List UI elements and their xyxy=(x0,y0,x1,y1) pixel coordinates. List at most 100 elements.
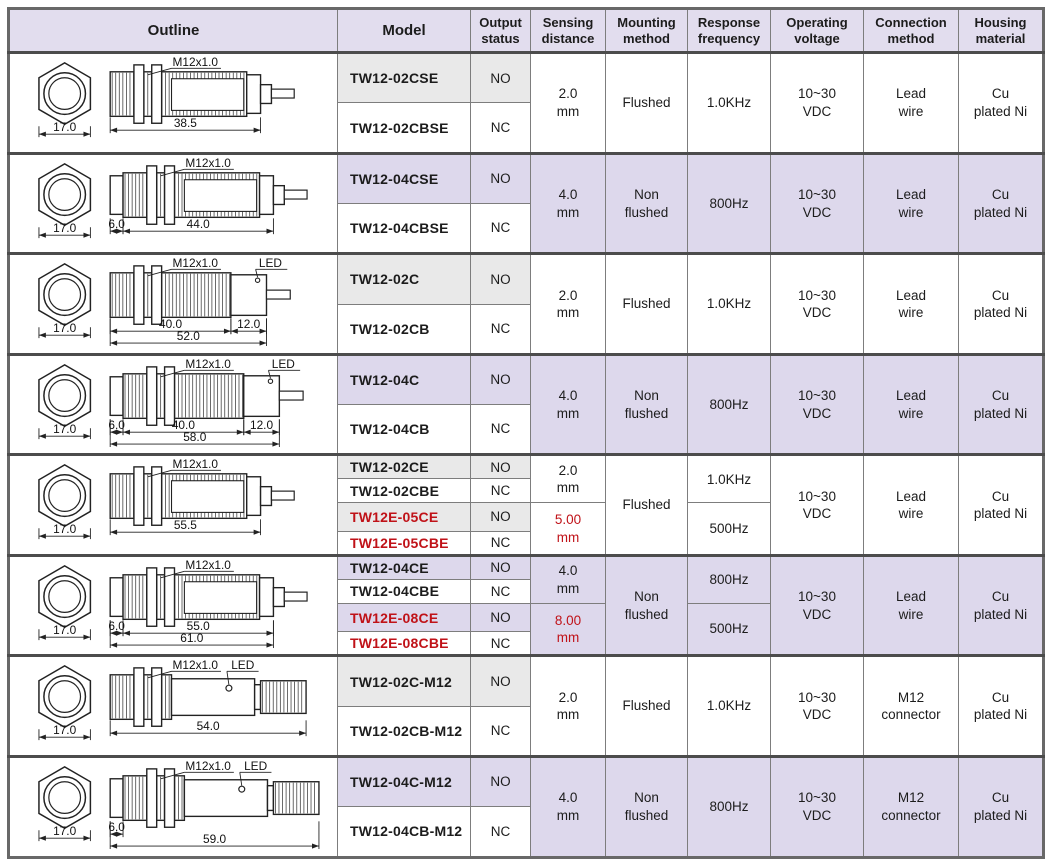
mounting-method-cell: Flushed xyxy=(605,252,688,355)
output-status-cell: NO xyxy=(470,502,531,532)
model-name-cell: TW12E-08CBE xyxy=(337,631,471,657)
mounting-method-cell: Flushed xyxy=(605,453,688,556)
cell-line: flushed xyxy=(624,807,669,823)
cell-line: wire xyxy=(898,305,924,321)
cell-line: plated Ni xyxy=(973,606,1028,622)
drawing-label: 6.0 xyxy=(108,820,125,834)
cell-line: VDC xyxy=(802,305,832,321)
cell-line: 5.00 xyxy=(554,512,582,528)
response-frequency-cell: 800Hz xyxy=(687,755,771,858)
col-header-model: Model xyxy=(337,7,471,55)
hex-nut-front-view xyxy=(38,766,92,830)
model-name-cell: TW12-02CBE xyxy=(337,478,471,504)
model-name-cell: TW12E-05CE xyxy=(337,502,471,532)
output-status-cell: NC xyxy=(470,303,531,355)
cell-line: wire xyxy=(898,103,924,119)
cell-line: 10~30 xyxy=(798,287,836,303)
hex-nut-front-view xyxy=(38,363,92,427)
output-status-cell: NO xyxy=(470,352,531,406)
cell-line: M12 xyxy=(897,689,925,705)
drawing-label: 59.0 xyxy=(203,832,226,846)
drawing-label: 17.0 xyxy=(53,120,76,134)
cell-line: 10~30 xyxy=(798,488,836,504)
response-frequency-cell: 500Hz xyxy=(687,502,771,556)
model-name-cell: TW12E-08CE xyxy=(337,602,471,633)
cell-line: Flushed xyxy=(622,296,671,312)
drawing-label: M12x1.0 xyxy=(173,457,219,471)
model-name-cell: TW12-04CSE xyxy=(337,151,471,205)
model-name-cell: TW12-04C xyxy=(337,352,471,406)
hex-nut-front-view xyxy=(38,464,92,528)
drawing-label: 55.5 xyxy=(174,519,197,533)
connection-method-cell: Lead wire xyxy=(863,453,959,556)
drawing-label: LED xyxy=(272,357,295,371)
cell-line: VDC xyxy=(802,103,832,119)
output-status-cell: NC xyxy=(470,631,531,657)
cell-line: Lead xyxy=(895,488,927,504)
cell-line: Non xyxy=(634,589,659,605)
output-status-cell: NO xyxy=(470,151,531,205)
drawing-label: 17.0 xyxy=(53,422,76,436)
drawing-label: 38.5 xyxy=(174,116,197,130)
hex-nut-front-view xyxy=(38,263,92,327)
hex-nut-front-view xyxy=(38,62,92,126)
cell-line: mm xyxy=(556,807,580,823)
output-status-cell: NO xyxy=(470,453,531,480)
cell-line: wire xyxy=(898,405,924,421)
cell-line: mm xyxy=(556,204,580,220)
cell-line: Cu xyxy=(991,186,1010,202)
model-name-cell: TW12E-05CBE xyxy=(337,530,471,556)
output-status-cell: NO xyxy=(470,602,531,633)
drawing-label: LED xyxy=(244,759,267,773)
drawing-label: M12x1.0 xyxy=(185,156,231,170)
cell-line: wire xyxy=(898,506,924,522)
cell-line: mm xyxy=(556,529,580,545)
drawing-label: LED xyxy=(259,256,282,270)
drawing-label: 17.0 xyxy=(53,724,76,738)
model-name-cell: TW12-02CE xyxy=(337,453,471,480)
cell-line: 10~30 xyxy=(798,689,836,705)
cell-line: 2.0 xyxy=(558,689,578,705)
cell-line: flushed xyxy=(624,204,669,220)
drawing-label: 44.0 xyxy=(187,217,210,231)
mounting-method-cell: Flushed xyxy=(605,51,688,154)
cell-line: plated Ni xyxy=(973,707,1028,723)
output-status-cell: NC xyxy=(470,578,531,604)
cell-line: Cu xyxy=(991,86,1010,102)
cell-line: mm xyxy=(556,103,580,119)
drawing-label: 17.0 xyxy=(53,623,76,637)
cell-line: 10~30 xyxy=(798,589,836,605)
